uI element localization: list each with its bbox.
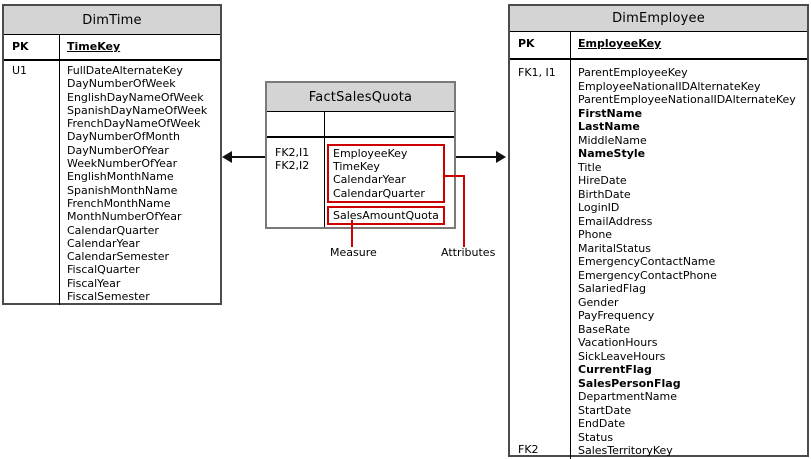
column-name: FiscalSemester: [67, 290, 150, 304]
column-name: WeekNumberOfYear: [67, 157, 178, 171]
measure-connector-line: [351, 220, 353, 247]
column-name: EnglishDayNameOfWeek: [67, 90, 204, 104]
factsalesquota-empty-pk-gutter: [267, 112, 325, 136]
column-name: NameStyle: [578, 147, 646, 160]
table-dimemployee-pk-row: PK EmployeeKey: [510, 32, 807, 60]
fk-label: FK2,I1: [275, 146, 310, 159]
column-name: SalesAmountQuota: [333, 208, 439, 222]
dimemployee-fk-gutter: FK1, I1 FK2: [510, 60, 571, 459]
column-name: CalendarYear: [333, 173, 406, 187]
table-factsalesquota-empty-pk-row: [267, 112, 454, 138]
column-name: FiscalQuarter: [67, 263, 140, 277]
attributes-connector-line-horizontal: [444, 175, 465, 177]
column-name: FrenchDayNameOfWeek: [67, 117, 201, 131]
dimemployee-relationship-line: [456, 156, 497, 158]
column-name: MonthNumberOfYear: [67, 210, 182, 224]
column-name: MaritalStatus: [578, 241, 651, 255]
column-name: BirthDate: [578, 187, 631, 201]
column-name: HireDate: [578, 174, 627, 187]
dimtime-relationship-arrowhead: [222, 151, 232, 163]
column-name: SickLeaveHours: [578, 349, 666, 363]
column-name: Gender: [578, 295, 619, 309]
column-name: DayNumberOfWeek: [67, 77, 176, 91]
column-name: MiddleName: [578, 133, 647, 147]
column-name: EmergencyContactPhone: [578, 268, 717, 282]
column-name: LastName: [578, 120, 640, 133]
table-dimtime-pk-row: PK TimeKey: [4, 35, 220, 61]
column-name: TimeKey: [333, 160, 380, 174]
column-name: LoginID: [578, 201, 620, 214]
column-name: DepartmentName: [578, 390, 678, 403]
dimemployee-fk-label-bottom: FK2: [518, 443, 539, 456]
column-name: CalendarQuarter: [67, 223, 159, 237]
attributes-label: Attributes: [441, 246, 496, 259]
column-name: EmergencyContactName: [578, 255, 716, 268]
dimemployee-pk-column: EmployeeKey: [578, 37, 662, 50]
column-name: EnglishMonthName: [67, 170, 174, 184]
table-dimemployee: DimEmployee PK EmployeeKey FK1, I1 FK2 P…: [508, 4, 809, 459]
column-name: Title: [578, 160, 602, 174]
column-name: EmployeeKey: [333, 147, 408, 160]
column-name: EndDate: [578, 417, 626, 430]
column-name: Phone: [578, 228, 613, 241]
column-name: VacationHours: [578, 336, 658, 349]
table-factsalesquota-title: FactSalesQuota: [267, 83, 454, 112]
attributes-connector-line-vertical: [463, 175, 465, 247]
column-name: EmailAddress: [578, 214, 653, 228]
column-name: FirstName: [578, 106, 643, 120]
dimtime-key-gutter: U1: [4, 61, 60, 306]
measure-label: Measure: [330, 246, 377, 259]
column-name: ParentEmployeeNationalIDAlternateKey: [578, 93, 796, 106]
column-name: SalesTerritoryKey: [578, 444, 673, 457]
table-dimemployee-title: DimEmployee: [510, 6, 807, 32]
dimemployee-relationship-arrowhead: [496, 151, 506, 163]
column-name: StartDate: [578, 403, 632, 417]
column-name: SalariedFlag: [578, 282, 646, 295]
fk-label: FK2,I2: [275, 159, 310, 173]
column-name: Status: [578, 430, 614, 444]
dimtime-pk-column: TimeKey: [67, 40, 121, 53]
column-name: FullDateAlternateKey: [67, 64, 183, 77]
column-name: SalesPersonFlag: [578, 376, 681, 390]
column-name: CurrentFlag: [578, 363, 652, 376]
column-name: ParentEmployeeKey: [578, 66, 688, 79]
dimtime-relationship-line: [230, 156, 266, 158]
table-dimtime: DimTime PK TimeKey U1 FullDateAlternateK…: [2, 4, 222, 306]
factsalesquota-empty-pk-cell: [325, 112, 454, 136]
column-name: SpanishDayNameOfWeek: [67, 103, 208, 117]
column-name: CalendarSemester: [67, 250, 170, 264]
column-name: FiscalYear: [67, 276, 121, 290]
column-name: DayNumberOfMonth: [67, 130, 180, 144]
dimtime-pk-label: PK: [4, 35, 60, 59]
column-name: SpanishMonthName: [67, 183, 178, 197]
column-name: DayNumberOfYear: [67, 143, 169, 157]
column-name: BaseRate: [578, 322, 631, 336]
dimemployee-fk-label-top: FK1, I1: [518, 66, 556, 79]
table-dimtime-title: DimTime: [4, 6, 220, 35]
column-name: CalendarYear: [67, 236, 140, 250]
column-name: CalendarQuarter: [333, 186, 425, 200]
measure-highlight-box: SalesAmountQuota: [327, 205, 445, 226]
dimemployee-pk-label: PK: [510, 32, 571, 58]
column-name: EmployeeNationalIDAlternateKey: [578, 79, 761, 93]
dimtime-unique-key-label: U1: [12, 64, 28, 77]
column-name: PayFrequency: [578, 309, 655, 322]
column-name: FrenchMonthName: [67, 196, 171, 210]
